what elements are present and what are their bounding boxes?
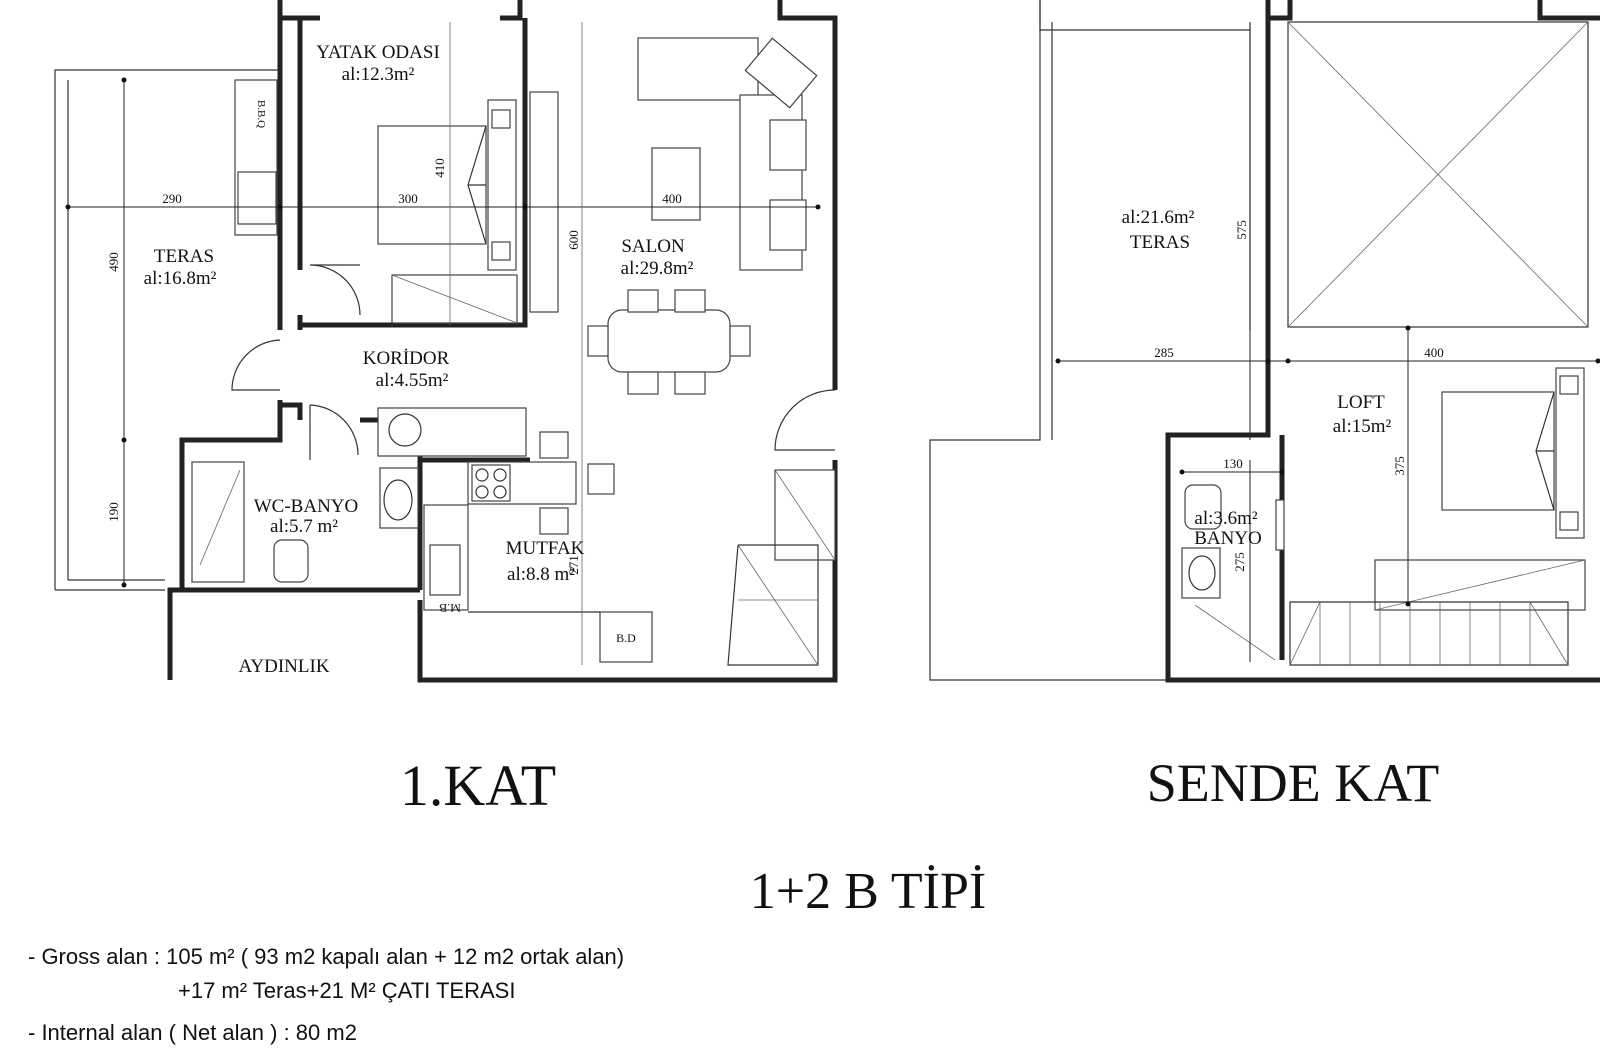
note-gross-area: - Gross alan : 105 m² ( 93 m2 kapalı ala… (28, 944, 625, 969)
void-square (1287, 21, 1589, 328)
label-bbq: B.B.Q (255, 100, 267, 128)
loft-name: LOFT (1337, 392, 1385, 413)
room-yatak-area: al:12.3m² (342, 64, 415, 85)
room-koridor-name: KORİDOR (363, 348, 450, 369)
toilet (273, 539, 309, 583)
sende-teras-name: TERAS (1130, 232, 1190, 253)
tv-unit (529, 91, 559, 313)
room-mutfak-name: MUTFAK (506, 538, 585, 559)
room-salon-area: al:29.8m² (621, 258, 694, 279)
door-bedroom (309, 264, 361, 316)
kitchen-counter-top (377, 407, 527, 457)
room-koridor-area: al:4.55m² (376, 370, 449, 391)
room-teras-name: TERAS (154, 246, 214, 267)
dim-400-sende: 400 (1424, 345, 1444, 360)
dim-490: 490 (106, 252, 121, 272)
label-bd: B.D (616, 631, 636, 645)
title-1kat: 1.KAT (400, 753, 556, 818)
room-teras-area: al:16.8m² (144, 268, 217, 289)
dim-130: 130 (1223, 456, 1243, 471)
sende-teras-area: al:21.6m² (1122, 207, 1195, 228)
door-bath (309, 404, 359, 460)
sende-toilet (1184, 484, 1222, 530)
dim-410: 410 (432, 158, 447, 178)
bed-pillows (467, 125, 487, 245)
stair-lower (727, 544, 819, 666)
dim-400: 400 (662, 191, 682, 206)
label-mb: M.B (439, 601, 461, 615)
banyo-area: al:3.6m² (1194, 508, 1258, 529)
dim-190: 190 (106, 502, 121, 522)
wall-west (167, 0, 283, 680)
dim-375: 375 (1392, 456, 1407, 476)
dim-285: 285 (1154, 345, 1174, 360)
dim-275: 275 (1232, 552, 1247, 572)
sende-stairs (1289, 601, 1569, 666)
plan-sende-kat: 575 285 400 375 130 275 al:21.6m² TERAS … (929, 0, 1600, 683)
room-yatak-name: YATAK ODASI (316, 42, 440, 63)
room-wc-area: al:5.7 m² (270, 516, 338, 537)
plan-1kat: 290 300 400 410 490 190 600 271 YATAK OD… (54, 0, 838, 683)
room-salon-name: SALON (621, 236, 685, 257)
dim-600: 600 (566, 230, 581, 250)
dishwasher (599, 611, 653, 663)
note-internal-area: - Internal alan ( Net alan ) : 80 m2 (28, 1020, 357, 1045)
wall-bedroom (297, 18, 528, 330)
dim-290: 290 (162, 191, 182, 206)
dining-table (607, 309, 731, 373)
sende-teras-outline (929, 0, 1168, 681)
sende-wall-south (1165, 330, 1600, 683)
coffee-table (651, 147, 701, 221)
dim-271: 271 (566, 555, 581, 575)
door-entrance (774, 389, 836, 451)
wall-east-south (417, 460, 838, 683)
title-sende-kat: SENDE KAT (1147, 753, 1440, 813)
teras-outline (54, 69, 280, 590)
sofa (637, 37, 759, 101)
loft-area: al:15m² (1333, 416, 1392, 437)
loft-bed (1441, 391, 1555, 511)
room-mutfak-area: al:8.8 m² (507, 564, 575, 585)
sende-wall-north (1265, 0, 1600, 330)
note-terrace-area: +17 m² Teras+21 M² ÇATI TERASI (178, 978, 516, 1003)
banyo-name: BANYO (1194, 528, 1262, 549)
door-teras (231, 339, 281, 391)
room-wc-name: WC-BANYO (254, 496, 359, 517)
dim-575: 575 (1234, 220, 1249, 240)
room-aydinlik: AYDINLIK (238, 656, 329, 677)
dim-300: 300 (398, 191, 418, 206)
type-title: 1+2 B TİPİ (750, 863, 986, 920)
